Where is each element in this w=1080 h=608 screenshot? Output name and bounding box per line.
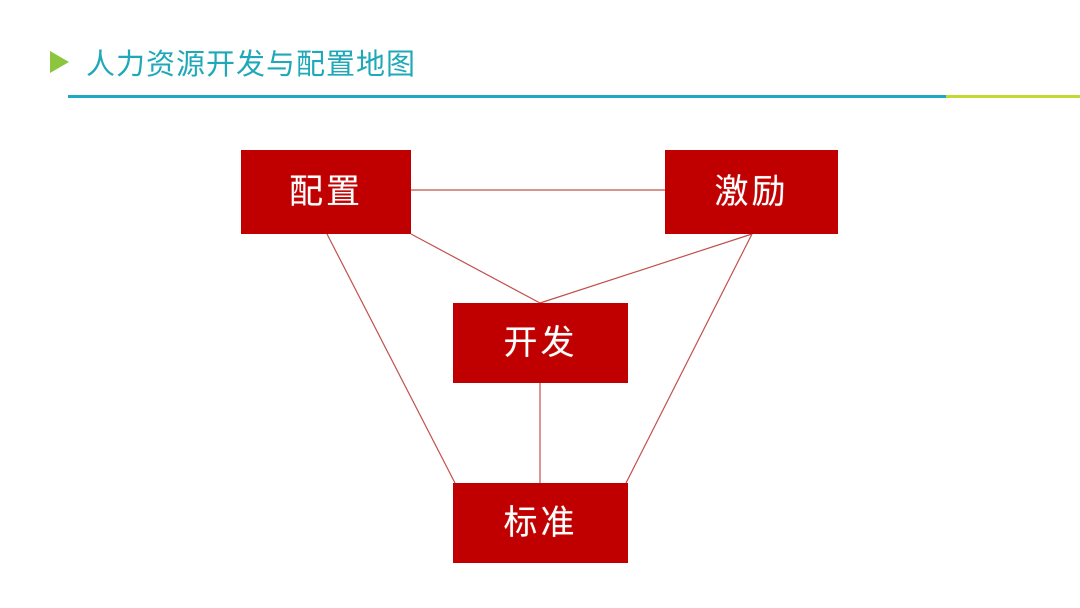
node-kaifa[interactable]: 开发 xyxy=(453,303,628,383)
node-peizhi[interactable]: 配置 xyxy=(241,150,411,234)
connector-peizhi-biaozhun xyxy=(326,233,456,484)
connector-jili-biaozhun xyxy=(625,233,753,484)
connector-peizhi-kaifa xyxy=(410,233,541,304)
node-biaozhun-label: 标准 xyxy=(503,503,578,543)
play-triangle-icon xyxy=(50,51,69,73)
page-title: 人力资源开发与配置地图 xyxy=(86,47,417,81)
connector-jili-kaifa xyxy=(539,233,753,304)
node-kaifa-label: 开发 xyxy=(503,323,578,363)
node-peizhi-label: 配置 xyxy=(289,172,363,212)
node-jili-label: 激励 xyxy=(714,172,789,212)
header-divider-teal-segment xyxy=(68,95,946,98)
node-jili[interactable]: 激励 xyxy=(665,150,838,234)
header-divider xyxy=(68,95,1080,98)
header-divider-green-segment xyxy=(946,95,1080,98)
slide-header: 人力资源开发与配置地图 xyxy=(0,0,1080,110)
node-biaozhun[interactable]: 标准 xyxy=(453,483,628,563)
